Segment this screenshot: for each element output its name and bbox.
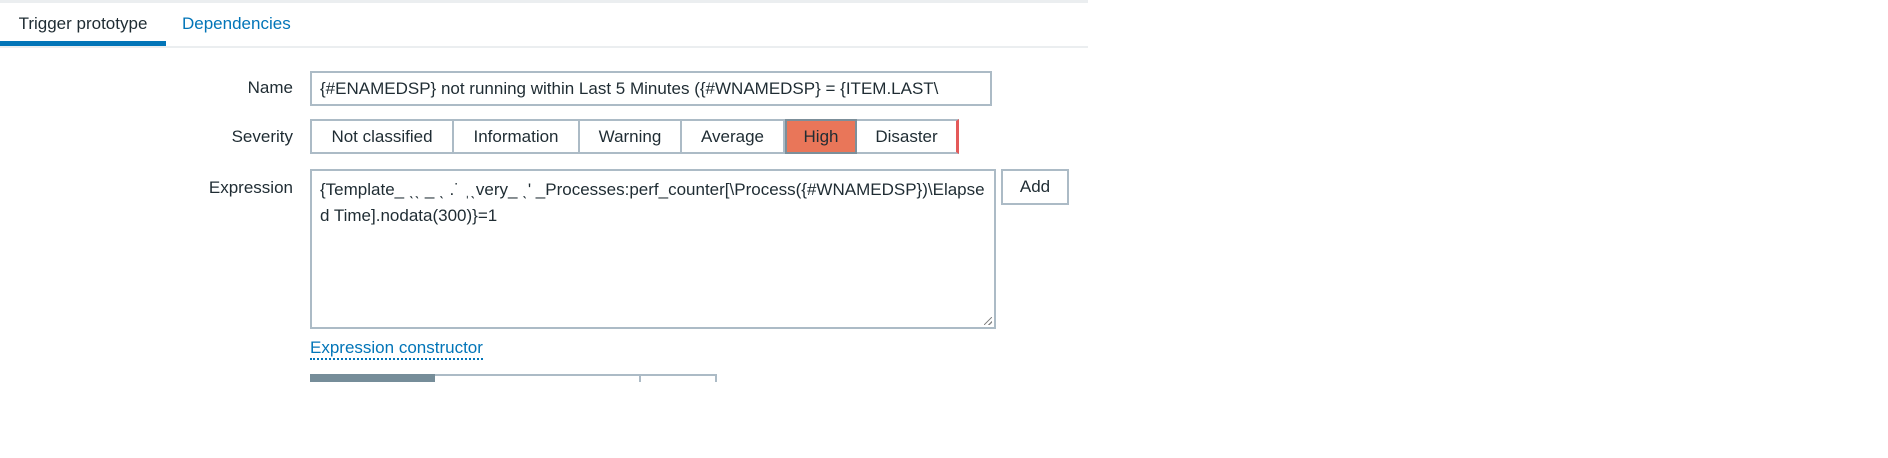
name-label: Name [247, 78, 293, 97]
expression-label: Expression [208, 178, 293, 197]
severity-warning[interactable]: Warning [580, 121, 682, 152]
expression-constructor-link[interactable]: Expression constructor [310, 338, 483, 360]
cut-off-tab-border [435, 374, 639, 376]
severity-information[interactable]: Information [454, 121, 580, 152]
severity-not-classified[interactable]: Not classified [312, 121, 454, 152]
expression-text: {Template_ ˎˎ _ ˎ .˙ ˌˎvery_ ˎ' _Process… [320, 180, 985, 225]
severity-high[interactable]: High [785, 119, 857, 154]
resize-handle-icon[interactable] [984, 317, 992, 325]
add-button[interactable]: Add [1001, 169, 1069, 205]
top-border [0, 0, 1088, 3]
tab-bar: Trigger prototype Dependencies [0, 0, 1088, 48]
cut-off-button [639, 374, 717, 382]
tab-dependencies[interactable]: Dependencies [182, 14, 291, 33]
severity-average[interactable]: Average [682, 121, 785, 152]
cut-off-tab-active [310, 374, 435, 382]
expression-textarea[interactable]: {Template_ ˎˎ _ ˎ .˙ ˌˎvery_ ˎ' _Process… [310, 169, 996, 329]
name-input[interactable]: {#ENAMEDSP} not running within Last 5 Mi… [310, 71, 992, 106]
severity-label: Severity [231, 127, 293, 146]
severity-selector: Not classified Information Warning Avera… [310, 119, 959, 154]
severity-disaster[interactable]: Disaster [857, 121, 956, 152]
tab-trigger-prototype[interactable]: Trigger prototype [0, 12, 166, 46]
